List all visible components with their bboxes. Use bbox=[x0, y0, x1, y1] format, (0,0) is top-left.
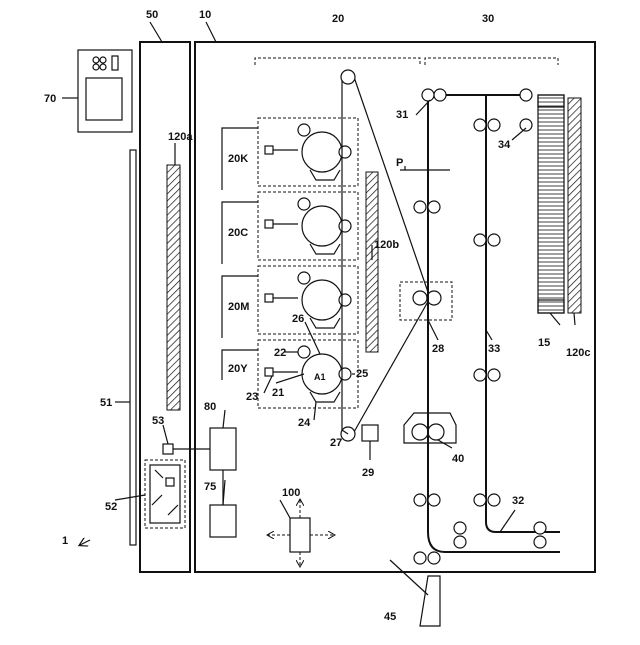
label-120a: 120a bbox=[168, 131, 193, 143]
belt-lower-right bbox=[354, 298, 430, 432]
fixer-roller-1 bbox=[412, 424, 428, 440]
scan-mirror-1 bbox=[155, 470, 163, 478]
panel-button-1 bbox=[93, 57, 99, 63]
panel-button-3 bbox=[93, 64, 99, 70]
label-20k: 20K bbox=[228, 153, 248, 165]
label-22: 22 bbox=[274, 347, 286, 359]
secondary-roller-1 bbox=[413, 291, 427, 305]
label-29: 29 bbox=[362, 467, 374, 479]
brace-20 bbox=[255, 58, 420, 65]
label-10: 10 bbox=[199, 9, 211, 21]
panel-button-2 bbox=[100, 57, 106, 63]
belt-upper-right bbox=[354, 77, 430, 298]
label-70: 70 bbox=[44, 93, 56, 105]
label-120c: 120c bbox=[566, 347, 590, 359]
platen-glass bbox=[130, 150, 136, 545]
label-75: 75 bbox=[204, 481, 216, 493]
label-32: 32 bbox=[512, 495, 524, 507]
label-34: 34 bbox=[498, 139, 511, 151]
label-31: 31 bbox=[396, 109, 408, 121]
heater-120b bbox=[366, 172, 378, 352]
secondary-roller-2 bbox=[427, 291, 441, 305]
label-80: 80 bbox=[204, 401, 216, 413]
label-24: 24 bbox=[298, 417, 311, 429]
label-20c: 20C bbox=[228, 227, 248, 239]
controller-80 bbox=[210, 428, 236, 470]
main-housing bbox=[195, 42, 595, 572]
label-21: 21 bbox=[272, 387, 284, 399]
label-50: 50 bbox=[146, 9, 158, 21]
scan-mirror-3 bbox=[168, 505, 178, 515]
scan-lens bbox=[166, 478, 174, 486]
transport-rollers bbox=[414, 89, 546, 564]
heater-120c bbox=[568, 98, 581, 313]
scan-optics-inner bbox=[150, 465, 180, 523]
belt-cleaner-29 bbox=[362, 425, 378, 441]
scanner-housing bbox=[140, 42, 190, 572]
label-51: 51 bbox=[100, 397, 112, 409]
label-27: 27 bbox=[330, 437, 342, 449]
label-45: 45 bbox=[384, 611, 396, 623]
scan-mirror-2 bbox=[152, 495, 162, 505]
sensor-53 bbox=[163, 444, 173, 454]
label-20: 20 bbox=[332, 13, 344, 25]
label-25: 25 bbox=[356, 368, 368, 380]
driver-75 bbox=[210, 505, 236, 537]
label-28: 28 bbox=[432, 343, 444, 355]
panel-screen bbox=[86, 78, 122, 120]
label-20m: 20M bbox=[228, 301, 249, 313]
panel-button-4 bbox=[100, 64, 106, 70]
label-1: 1 bbox=[62, 535, 68, 547]
belt-roller-top bbox=[341, 70, 355, 84]
label-53: 53 bbox=[152, 415, 164, 427]
paper-tray-15 bbox=[538, 95, 564, 313]
scan-optics-unit bbox=[145, 460, 185, 528]
label-40: 40 bbox=[452, 453, 464, 465]
heater-120a bbox=[167, 165, 180, 410]
label-26: 26 bbox=[292, 313, 304, 325]
label-120b: 120b bbox=[374, 239, 399, 251]
output-tray-45 bbox=[420, 576, 440, 626]
brace-30 bbox=[425, 58, 558, 65]
fixer-roller-2 bbox=[428, 424, 444, 440]
label-p: P bbox=[396, 157, 403, 169]
label-33: 33 bbox=[488, 343, 500, 355]
label-52: 52 bbox=[105, 501, 117, 513]
label-a1: A1 bbox=[314, 372, 326, 382]
aux-unit-100 bbox=[290, 518, 310, 552]
label-100: 100 bbox=[282, 487, 300, 499]
label-30: 30 bbox=[482, 13, 494, 25]
label-15: 15 bbox=[538, 337, 550, 349]
label-23: 23 bbox=[246, 391, 258, 403]
label-20y: 20Y bbox=[228, 363, 248, 375]
panel-key bbox=[112, 56, 118, 70]
